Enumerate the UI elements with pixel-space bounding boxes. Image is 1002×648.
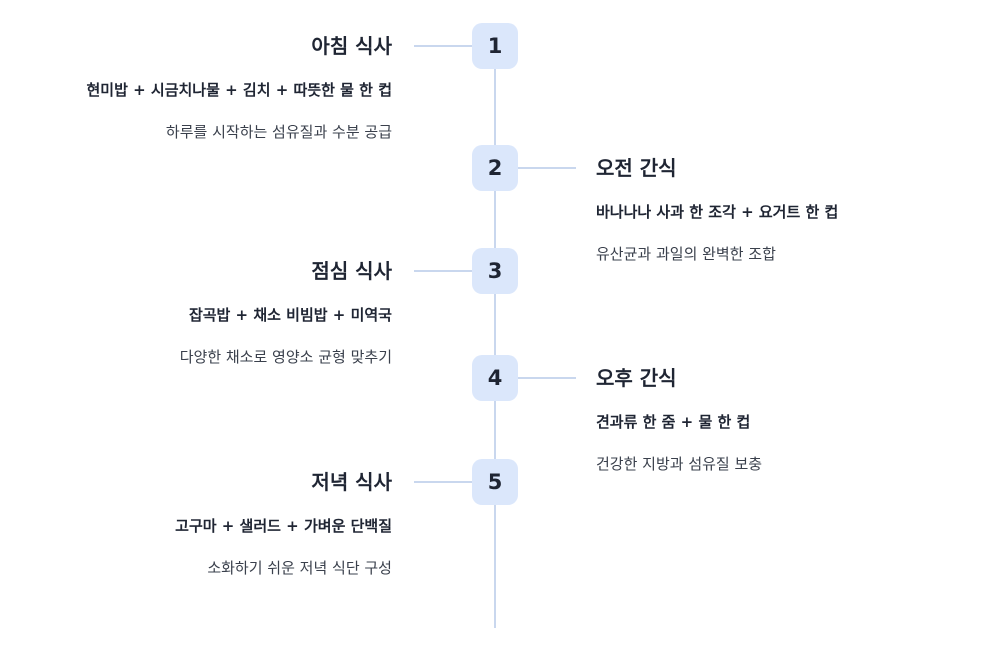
connector-1 [414, 45, 472, 47]
meal-description: 하루를 시작하는 섬유질과 수분 공급 [165, 123, 392, 141]
meal-menu: 현미밥 + 시금치나물 + 김치 + 따뜻한 물 한 컵 [86, 81, 392, 99]
connector-2 [518, 167, 576, 169]
meal-title: 오후 간식 [596, 366, 677, 390]
meal-title: 아침 식사 [311, 34, 392, 58]
connector-4 [518, 377, 576, 379]
step-badge-1: 1 [472, 23, 518, 69]
meal-menu: 바나나나 사과 한 조각 + 요거트 한 컵 [596, 203, 839, 221]
meal-title: 점심 식사 [311, 259, 392, 283]
meal-menu: 잡곡밥 + 채소 비빔밥 + 미역국 [188, 306, 392, 324]
meal-description: 소화하기 쉬운 저녁 식단 구성 [207, 559, 392, 577]
meal-block-2: 오전 간식 바나나나 사과 한 조각 + 요거트 한 컵 유산균과 과일의 완벽… [596, 154, 976, 265]
step-badge-3: 3 [472, 248, 518, 294]
meal-block-1: 아침 식사 현미밥 + 시금치나물 + 김치 + 따뜻한 물 한 컵 하루를 시… [12, 32, 392, 143]
meal-block-3: 점심 식사 잡곡밥 + 채소 비빔밥 + 미역국 다양한 채소로 영양소 균형 … [12, 257, 392, 368]
connector-5 [414, 481, 472, 483]
meal-description: 유산균과 과일의 완벽한 조합 [596, 245, 776, 263]
meal-description: 건강한 지방과 섬유질 보충 [596, 455, 763, 473]
meal-description: 다양한 채소로 영양소 균형 맞추기 [179, 348, 392, 366]
meal-block-4: 오후 간식 견과류 한 줌 + 물 한 컵 건강한 지방과 섬유질 보충 [596, 364, 976, 475]
step-badge-2: 2 [472, 145, 518, 191]
meal-block-5: 저녁 식사 고구마 + 샐러드 + 가벼운 단백질 소화하기 쉬운 저녁 식단 … [12, 468, 392, 579]
meal-menu: 견과류 한 줌 + 물 한 컵 [596, 413, 751, 431]
meal-title: 오전 간식 [596, 156, 677, 180]
step-badge-4: 4 [472, 355, 518, 401]
step-badge-5: 5 [472, 459, 518, 505]
meal-menu: 고구마 + 샐러드 + 가벼운 단백질 [175, 517, 392, 535]
connector-3 [414, 270, 472, 272]
meal-title: 저녁 식사 [311, 470, 392, 494]
timeline-axis [494, 56, 496, 628]
